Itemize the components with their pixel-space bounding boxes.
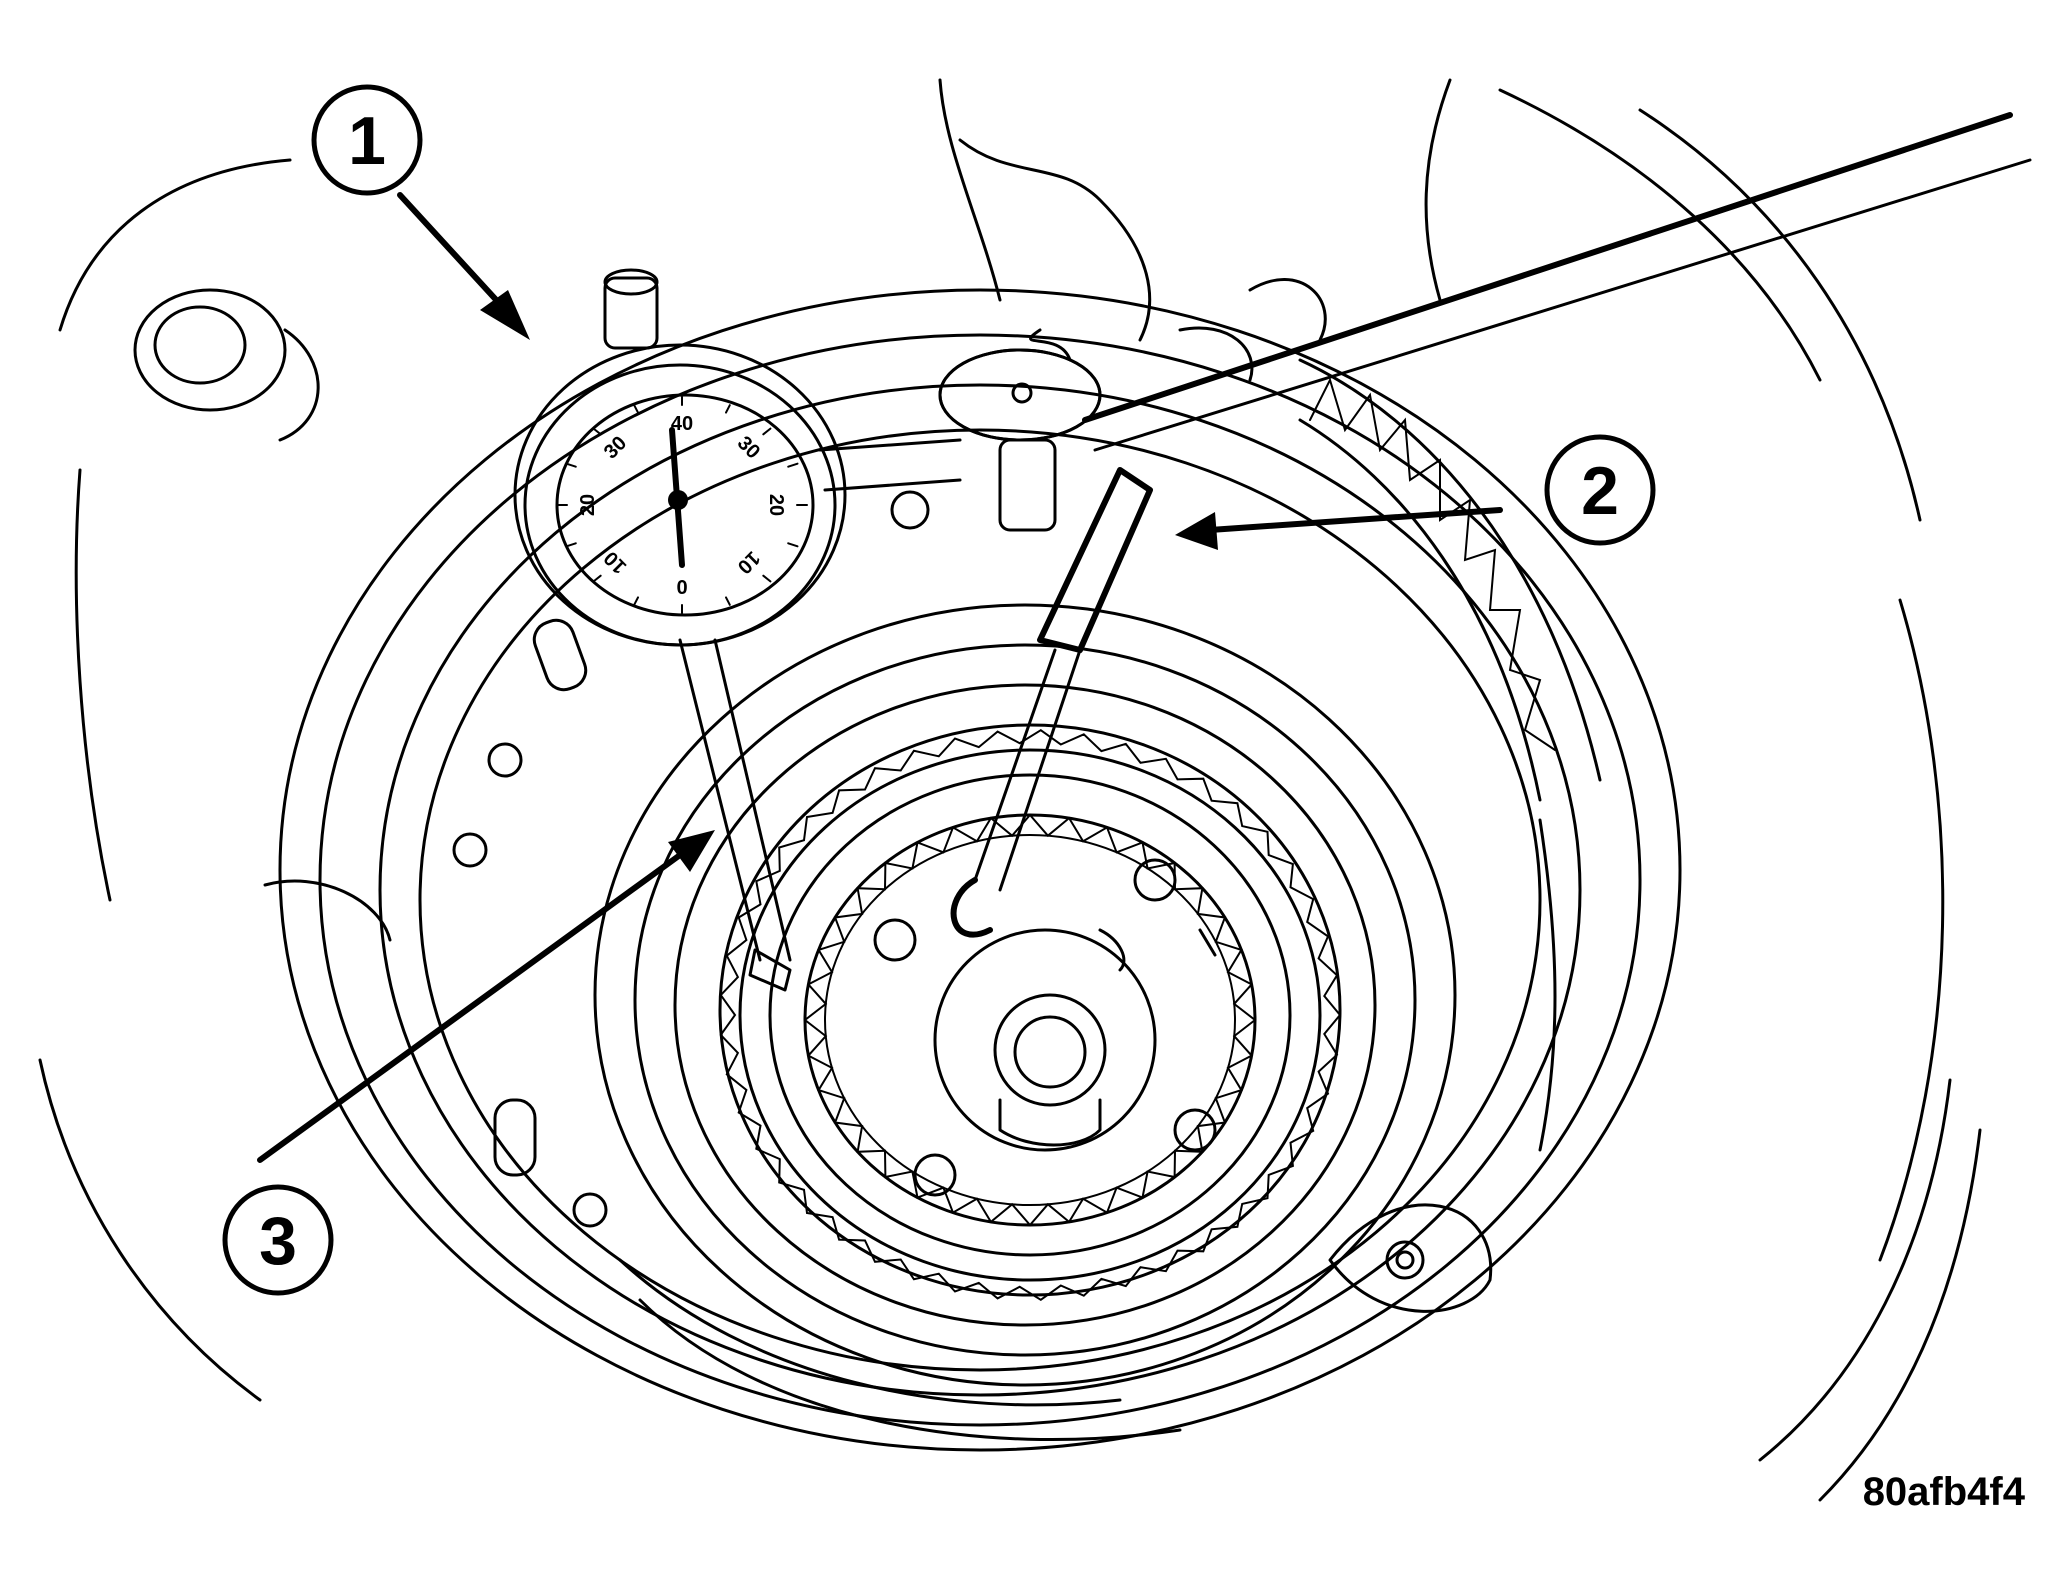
hand (938, 78, 1452, 382)
dial-label: 20 (765, 494, 787, 516)
dial-tick (633, 596, 639, 606)
dial-label: 30 (600, 432, 631, 463)
carrier-hole (913, 1153, 957, 1197)
dial-tick (787, 542, 799, 548)
dial-label: 10 (733, 547, 764, 578)
dial-tick (565, 542, 577, 548)
dial-tick (762, 427, 772, 436)
dial-label: 20 (577, 494, 599, 516)
callout-1: 1 (311, 84, 423, 196)
dial-label: 0 (676, 575, 687, 597)
svg-text:2: 2 (1581, 453, 1619, 529)
svg-text:3: 3 (259, 1203, 297, 1279)
carrier-hole (1133, 858, 1177, 902)
dial-label: 40 (671, 413, 693, 435)
dial-tick (725, 596, 731, 606)
callout-arrows (257, 192, 1503, 1163)
dial-tick (787, 462, 799, 468)
carrier-hole (873, 918, 917, 962)
dial-tick (725, 404, 731, 414)
clutch-pack (593, 603, 1457, 1387)
dial-tick (592, 574, 602, 583)
gear-tooth-profile (803, 813, 1256, 1227)
magnetic-base (938, 328, 1102, 532)
clutch-plate-teeth (719, 729, 1341, 1301)
svg-text:1: 1 (348, 103, 386, 179)
dial-tick (592, 427, 602, 436)
figure-id: 80afb4f4 (1863, 1470, 2026, 1514)
carrier-hole (1173, 1108, 1217, 1152)
gear-teeth (719, 729, 1341, 1301)
callout-2: 2 (1544, 434, 1656, 546)
dial-tick (762, 574, 772, 583)
dial-tick (633, 404, 639, 414)
callout-3: 3 (222, 1184, 334, 1296)
dial-tick (565, 462, 577, 468)
transmission-case (38, 88, 1982, 1502)
case-boss (133, 288, 287, 412)
dial-label: 30 (733, 432, 764, 463)
bolt-hole (1385, 1240, 1425, 1280)
